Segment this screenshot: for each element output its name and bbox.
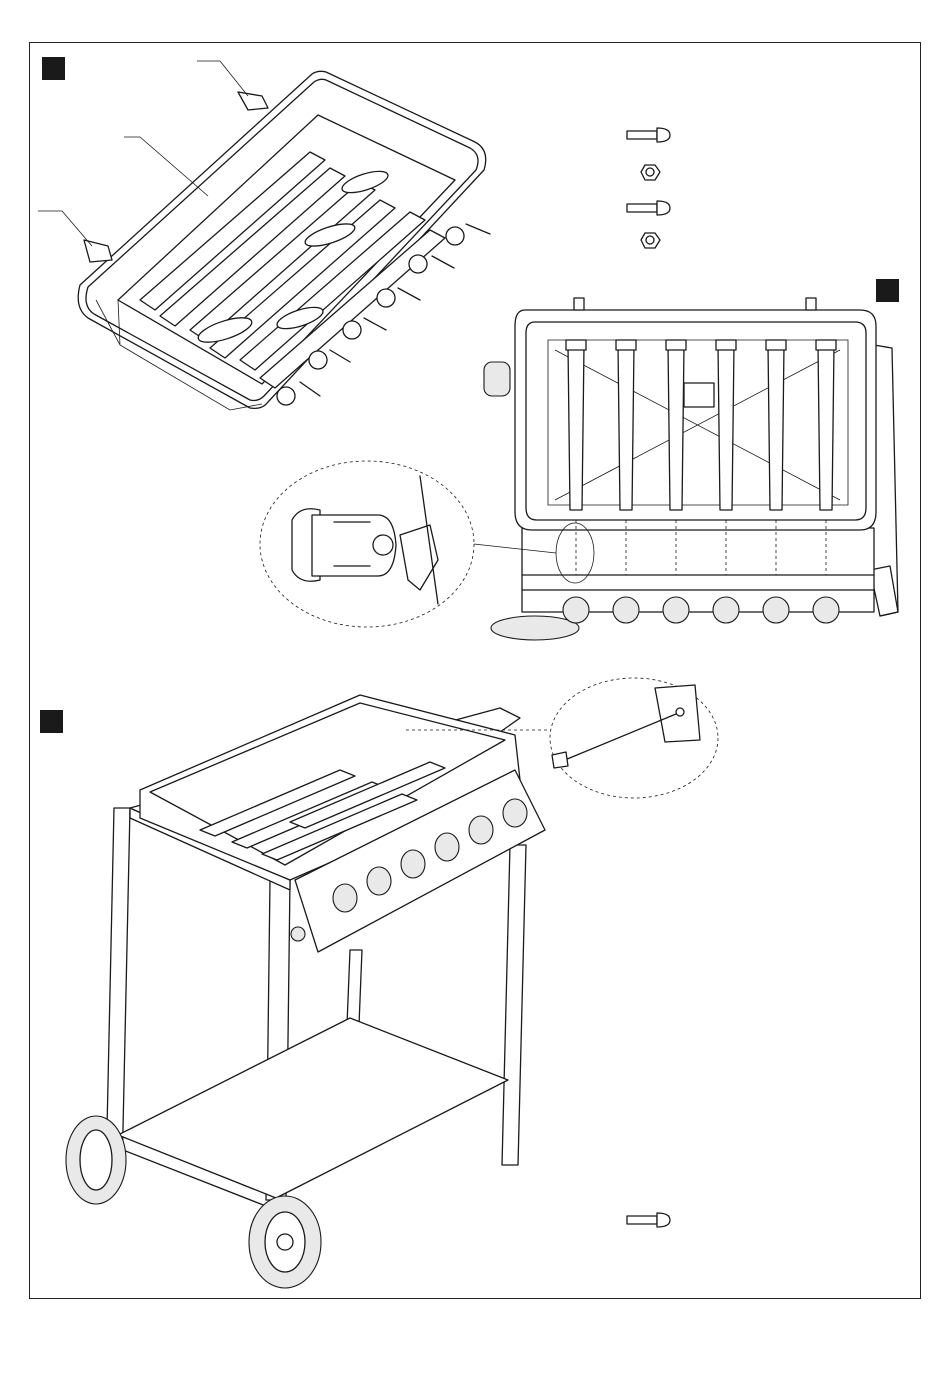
control-knob [469,816,493,844]
control-knob [563,597,589,623]
step-2-wheel-rear [484,362,510,396]
step-1-firebox-exploded [38,61,490,410]
control-knob [663,597,689,623]
burner-tube [668,345,684,510]
burner-cap [566,340,586,350]
step-3-grill-on-cart [66,695,545,1288]
burner-tube [768,345,784,510]
burner-cap [716,340,736,350]
control-knob [333,884,357,912]
nut-icon [641,165,660,180]
control-knob [713,597,739,623]
control-knob [401,850,425,878]
burner-tube [818,345,834,510]
step-1-bracket-top [238,92,268,110]
control-knob [435,833,459,861]
step-1-hardware [627,128,670,248]
step-2-wheel-front [491,616,579,640]
step-3-igniter [291,927,305,941]
bolt-icon [627,1213,670,1227]
burner-cap [616,340,636,350]
bolt-icon [627,128,670,142]
burner-tube [568,345,584,510]
control-knob [503,799,527,827]
nut-icon [641,233,660,248]
control-knob [763,597,789,623]
step-2-grill-top-view [484,298,898,640]
step-2-detail-callout [260,461,556,627]
control-knob [613,597,639,623]
burner-cap [666,340,686,350]
step-1-bracket-left [84,240,112,262]
control-knob [813,597,839,623]
burner-cap [766,340,786,350]
control-knob [367,867,391,895]
burner-tube [618,345,634,510]
step-3-wheel-back [66,1116,126,1204]
step-3-wheel-front [249,1196,321,1288]
step-3-hardware [627,1213,670,1227]
bolt-icon [627,201,670,215]
burner-cap [816,340,836,350]
burner-tube [718,345,734,510]
